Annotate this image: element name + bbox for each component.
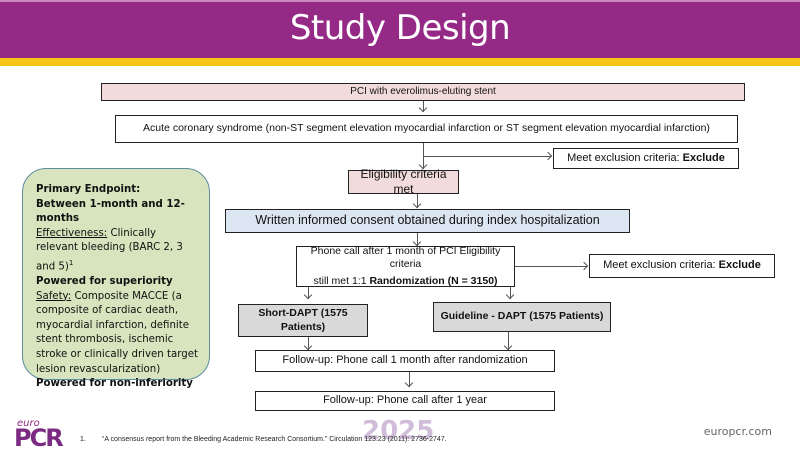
phone-call-line1: Phone call after 1 month of PCI Eligibil… — [310, 245, 501, 271]
arrow-right-icon — [579, 261, 589, 271]
eligibility-text: Eligibility criteria met — [360, 167, 447, 196]
exclude-label: Exclude — [682, 151, 725, 164]
footnote-number: 1. — [80, 436, 86, 443]
followup-1-box: Follow-up: Phone call 1 month after rand… — [255, 350, 555, 372]
footnote-ref: 1 — [68, 258, 74, 267]
footnote: 1. “A consensus report from the Bleeding … — [80, 436, 447, 443]
noninferiority-label: Powered for non-inferiority — [36, 378, 193, 390]
endpoint-window: Between 1-month and 12-months — [36, 198, 185, 225]
exclusion-text: Meet exclusion criteria: — [567, 151, 683, 164]
logo-euro-text: euro — [17, 418, 40, 429]
guideline-dapt-text: Guideline - DAPT (1575 Patients) — [440, 310, 604, 323]
effectiveness-label: Effectiveness: — [36, 227, 108, 239]
arrow-line — [423, 101, 424, 112]
year-watermark: 2025 — [362, 416, 435, 446]
arrow-down-icon — [404, 378, 414, 388]
effectiveness-text: Clinically relevant bleeding (BARC 2, 3 … — [36, 227, 183, 273]
arrow-down-icon — [303, 341, 313, 351]
eligibility-box: Eligibility criteria met — [348, 167, 459, 196]
exclusion-box-2: Meet exclusion criteria: Exclude — [589, 254, 775, 278]
consent-box: Written informed consent obtained during… — [225, 209, 630, 233]
acs-text: Acute coronary syndrome (non-ST segment … — [143, 122, 710, 135]
pci-text: PCI with everolimus-eluting stent — [350, 85, 496, 97]
arrow-line — [409, 372, 410, 387]
website-link[interactable]: europcr.com — [703, 425, 772, 438]
arrow-line — [417, 233, 418, 246]
exclusion-text: Meet exclusion criteria: — [603, 259, 719, 272]
followup-2-text: Follow-up: Phone call after 1 year — [323, 394, 487, 407]
pci-box: PCI with everolimus-eluting stent — [101, 83, 745, 101]
phone-call-line2: still met 1:1 — [313, 274, 370, 287]
superiority-label: Powered for superiority — [36, 275, 173, 287]
arrow-down-icon — [505, 290, 515, 300]
guideline-dapt-box: Guideline - DAPT (1575 Patients) — [433, 302, 611, 332]
arrow-line — [308, 287, 309, 299]
footnote-text: “A consensus report from the Bleeding Ac… — [102, 436, 447, 443]
europcr-logo: PCR — [14, 424, 64, 450]
accent-stripe — [0, 58, 800, 66]
arrow-down-icon — [503, 341, 513, 351]
arrow-line — [423, 156, 551, 157]
safety-text: Composite MACCE (a composite of cardiac … — [36, 290, 198, 375]
acs-box: Acute coronary syndrome (non-ST segment … — [115, 115, 738, 143]
consent-text: Written informed consent obtained during… — [255, 213, 600, 228]
safety-label: Safety: — [36, 290, 72, 302]
arrow-down-icon — [412, 199, 422, 209]
endpoint-title: Primary Endpoint: — [36, 184, 141, 195]
followup-2-box: Follow-up: Phone call after 1 year — [255, 391, 555, 411]
short-dapt-box: Short-DAPT (1575 Patients) — [238, 304, 368, 337]
randomization-label: Randomization (N = 3150) — [369, 274, 498, 287]
title-banner: Study Design — [0, 0, 800, 58]
followup-1-text: Follow-up: Phone call 1 month after rand… — [282, 354, 528, 367]
slide-title: Study Design — [289, 8, 511, 48]
arrow-down-icon — [303, 290, 313, 300]
primary-endpoint-box: Primary Endpoint: Between 1-month and 12… — [22, 168, 210, 389]
short-dapt-text: Short-DAPT (1575 Patients) — [258, 307, 348, 333]
exclusion-box-1: Meet exclusion criteria: Exclude — [553, 148, 739, 169]
randomization-box: Phone call after 1 month of PCI Eligibil… — [296, 245, 515, 287]
exclude-label: Exclude — [718, 259, 761, 272]
arrow-line — [308, 337, 309, 350]
arrow-line — [508, 332, 509, 350]
arrow-down-icon — [418, 103, 428, 113]
arrow-line — [417, 194, 418, 208]
arrow-line — [510, 287, 511, 299]
arrow-right-icon — [543, 151, 553, 161]
arrow-line — [515, 266, 587, 267]
